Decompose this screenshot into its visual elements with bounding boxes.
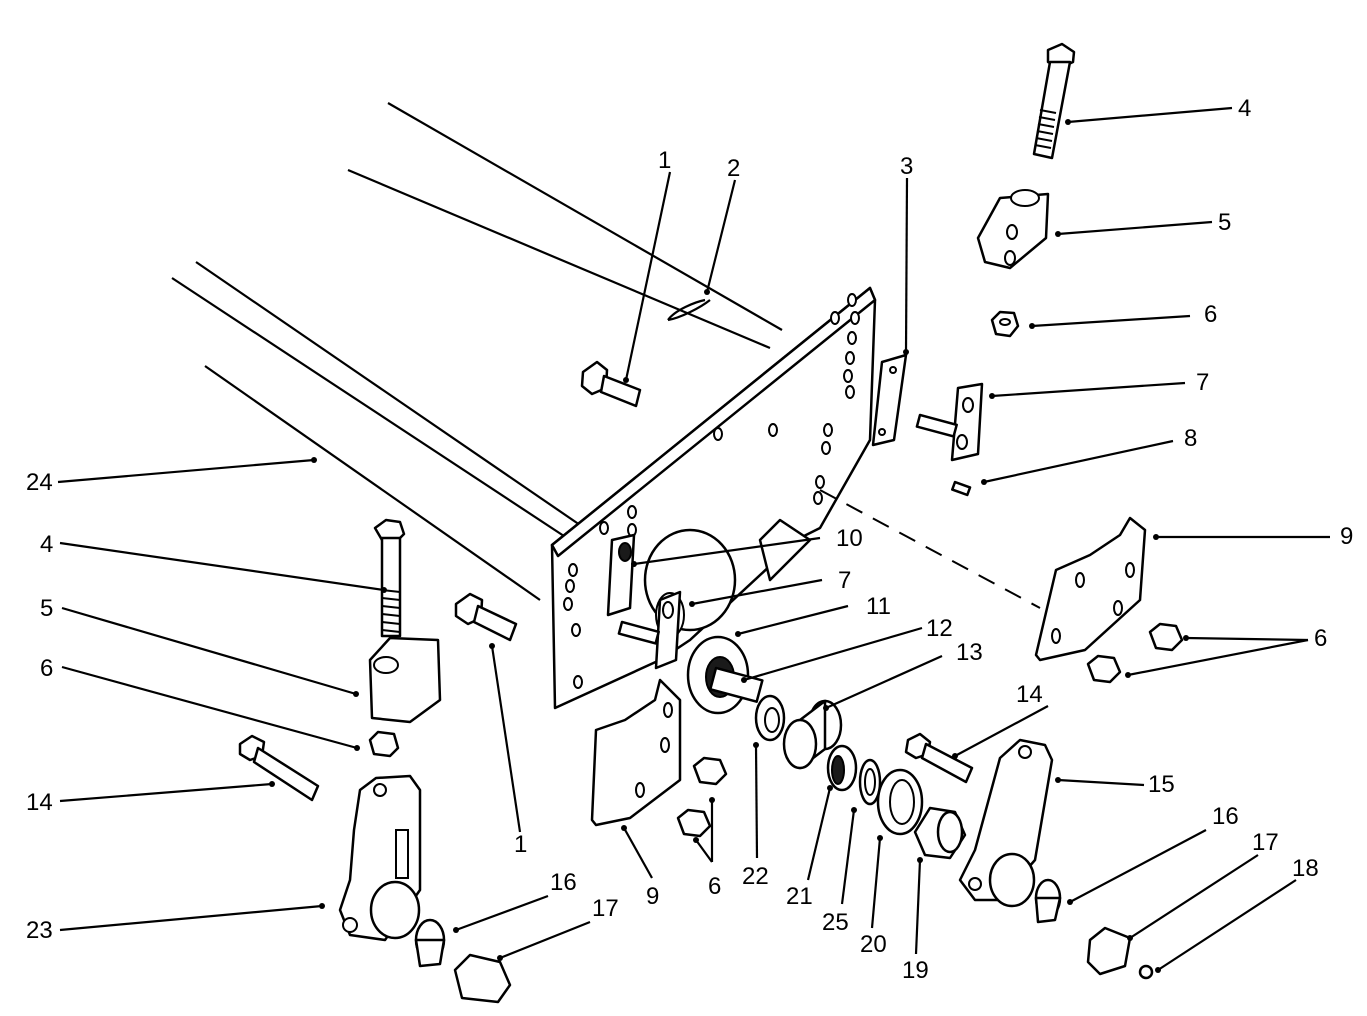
side-plate xyxy=(550,286,877,710)
nut-lower-a xyxy=(692,756,728,786)
clamp-left xyxy=(368,636,442,724)
cup-13 xyxy=(782,699,843,770)
callout-16-left: 16 xyxy=(550,869,577,896)
callout-14-left: 14 xyxy=(26,789,53,816)
seal-22 xyxy=(754,694,786,742)
callout-6-upper: 6 xyxy=(1204,301,1217,328)
bolt-upper-right xyxy=(1032,42,1076,160)
nut-right-b xyxy=(1086,654,1122,684)
callout-17-left: 17 xyxy=(592,895,619,922)
nut-left xyxy=(368,730,400,758)
frame-rails xyxy=(171,102,783,601)
washer-25 xyxy=(858,758,882,806)
bushing-right-17 xyxy=(1086,926,1132,976)
callout-11: 11 xyxy=(866,593,891,620)
callout-6-right: 6 xyxy=(1314,625,1327,652)
bolt-upper xyxy=(580,360,642,408)
callout-1-upper: 1 xyxy=(658,147,671,174)
nut-right-a xyxy=(1148,622,1184,652)
bushing-right-16 xyxy=(1034,878,1062,924)
bolt-left-14 xyxy=(238,734,320,802)
bolt-lower xyxy=(454,592,518,642)
callout-13: 13 xyxy=(956,639,983,666)
callout-9-right: 9 xyxy=(1340,523,1353,550)
callout-7-lower: 7 xyxy=(838,567,851,594)
bracket-lower xyxy=(590,678,682,827)
callout-19: 19 xyxy=(902,957,929,984)
callout-10: 10 xyxy=(836,525,863,552)
plate-holes xyxy=(563,293,860,689)
nut-upper-right xyxy=(990,310,1020,338)
bushing-left-17 xyxy=(453,953,512,1004)
callout-2: 2 xyxy=(727,155,740,182)
callout-21: 21 xyxy=(786,883,813,910)
callout-7-upper: 7 xyxy=(1196,369,1209,396)
dashed-centerline xyxy=(819,489,1041,609)
callout-20: 20 xyxy=(860,931,887,958)
bolt-right-14 xyxy=(904,732,974,784)
callout-22: 22 xyxy=(742,863,769,890)
callout-6-lower: 6 xyxy=(708,873,721,900)
pin-8 xyxy=(951,480,972,497)
bearing-21 xyxy=(826,744,858,792)
callout-labels: 1 2 3 4 5 6 7 8 9 24 4 5 6 14 23 10 7 11… xyxy=(26,95,1353,984)
leader-lines xyxy=(57,106,1330,973)
bracket-right xyxy=(1034,516,1147,662)
spindle-housing xyxy=(686,635,764,715)
callout-18: 18 xyxy=(1292,855,1319,882)
callout-15: 15 xyxy=(1148,771,1175,798)
callout-25: 25 xyxy=(822,909,849,936)
seal-20 xyxy=(876,768,924,836)
callout-9-lower: 9 xyxy=(646,883,659,910)
callout-3: 3 xyxy=(900,153,913,180)
callout-4-upper: 4 xyxy=(1238,95,1251,122)
callout-5-upper: 5 xyxy=(1218,209,1231,236)
callout-6-left: 6 xyxy=(40,655,53,682)
callout-5-left: 5 xyxy=(40,595,53,622)
link-10 xyxy=(606,533,636,617)
callout-17-right: 17 xyxy=(1252,829,1279,856)
cotter-pin xyxy=(667,298,711,322)
callout-8: 8 xyxy=(1184,425,1197,452)
bushing-left-16 xyxy=(414,918,446,968)
callout-16-right: 16 xyxy=(1212,803,1239,830)
callout-1-lower: 1 xyxy=(514,831,527,858)
nut-lower-b xyxy=(676,808,712,838)
callout-4-left: 4 xyxy=(40,531,53,558)
callout-23: 23 xyxy=(26,917,53,944)
callout-14-right: 14 xyxy=(1016,681,1043,708)
callout-24: 24 xyxy=(26,469,53,496)
nut-19 xyxy=(913,806,967,860)
clamp-upper-right xyxy=(976,189,1050,270)
link-lower-7 xyxy=(617,590,682,670)
link-plate-3 xyxy=(871,353,908,447)
link-upper-7 xyxy=(915,382,984,462)
fitting-18 xyxy=(1138,964,1154,980)
bolt-left-4 xyxy=(373,518,406,638)
arm-right-15 xyxy=(958,738,1054,908)
arm-left-23 xyxy=(338,774,422,942)
callout-12: 12 xyxy=(926,615,953,642)
